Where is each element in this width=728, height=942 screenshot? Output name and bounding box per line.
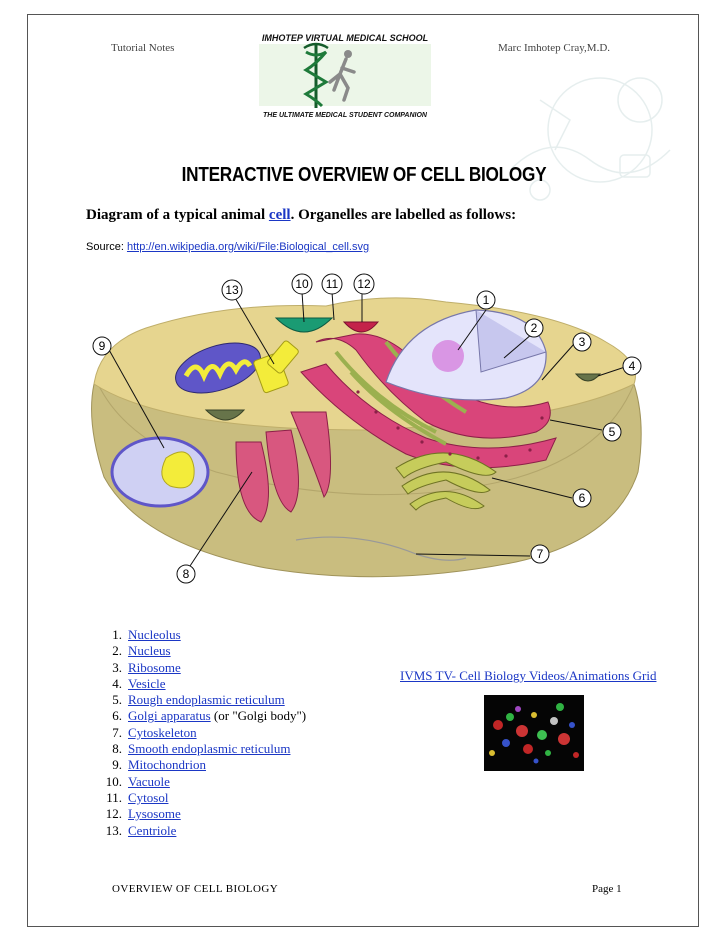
list-item: 5.Rough endoplasmic reticulum: [112, 692, 285, 708]
callout-9-text: 9: [99, 339, 106, 353]
vesicle-bowl-shape: [204, 409, 246, 421]
callout-8-text: 8: [183, 567, 190, 581]
background-watermark: [509, 77, 671, 201]
callout-2: 2: [524, 318, 544, 338]
vesicle-shape: [574, 373, 602, 382]
callout-8: 8: [176, 564, 196, 584]
callout-4-text: 4: [629, 359, 636, 373]
footer-right: Page 1: [592, 883, 622, 895]
vacuole-shape: [110, 436, 210, 508]
ivms-tv-link[interactable]: IVMS TV- Cell Biology Videos/Animations …: [400, 668, 657, 683]
organelle-link[interactable]: Nucleolus: [128, 627, 181, 642]
callout-6: 6: [572, 488, 592, 508]
list-item: 1.Nucleolus: [112, 627, 181, 642]
video-thumbnail[interactable]: [484, 695, 584, 771]
organelle-list: 1.Nucleolus 2.Nucleus 3.Ribosome 4.Vesic…: [90, 627, 306, 839]
organelle-link[interactable]: Centriole: [128, 822, 177, 838]
header-left: Tutorial Notes: [111, 42, 175, 54]
organelle-link[interactable]: Rough endoplasmic reticulum: [128, 692, 285, 708]
organelle-link[interactable]: Golgi apparatus: [128, 708, 211, 724]
list-item: 2.Nucleus: [112, 643, 171, 659]
cell-diagram: 1 2 3 4 5 6 7 8 9 10 11 12 13: [91, 273, 642, 584]
source-link[interactable]: http://en.wikipedia.org/wiki/File:Biolog…: [126, 241, 370, 253]
logo-bottom-text: THE ULTIMATE MEDICAL STUDENT COMPANION: [263, 112, 428, 119]
cell-link[interactable]: cell: [268, 207, 291, 223]
organelle-link[interactable]: Cytosol: [128, 789, 169, 805]
ivms-logo: IMHOTEP VIRTUAL MEDICAL SCHOOL THE ULTIM…: [254, 30, 436, 122]
lysosome-shape: [342, 321, 380, 333]
callout-12: 12: [353, 273, 375, 295]
organelle-link[interactable]: Vesicle: [128, 675, 166, 691]
centriole-shape: [253, 340, 299, 394]
mitochondrion-shape: [175, 342, 261, 394]
callout-11-text: 11: [326, 277, 339, 291]
callout-4: 4: [622, 356, 642, 376]
organelle-link[interactable]: Lysosome: [128, 806, 181, 822]
source-label: Source:: [86, 241, 127, 253]
callout-1: 1: [476, 290, 496, 310]
callout-13: 13: [221, 279, 243, 301]
list-item: 6.Golgi apparatus (or "Golgi body"): [112, 708, 307, 724]
header-right: Marc Imhotep Cray,M.D.: [498, 42, 611, 54]
list-item: 12.Lysosome: [105, 806, 181, 822]
callout-3: 3: [572, 332, 592, 352]
organelle-link[interactable]: Nucleus: [128, 643, 171, 659]
callout-2-text: 2: [531, 321, 538, 335]
page-title: INTERACTIVE OVERVIEW OF CELL BIOLOGY: [181, 164, 547, 186]
list-item: 11.Cytosol: [106, 789, 169, 805]
list-item: 3.Ribosome: [112, 659, 181, 675]
vacuole-bowl-shape: [274, 317, 334, 333]
organelle-link[interactable]: Ribosome: [128, 659, 181, 675]
smooth-er-shape: [235, 411, 331, 523]
callout-12-text: 12: [357, 277, 371, 291]
callout-5: 5: [602, 422, 622, 442]
golgi-shape: [395, 452, 497, 511]
footer-left: OVERVIEW OF CELL BIOLOGY: [112, 883, 279, 895]
source-line: Source: http://en.wikipedia.org/wiki/Fil…: [86, 241, 369, 253]
callout-10-text: 10: [295, 277, 309, 291]
organelle-link[interactable]: Mitochondrion: [128, 757, 206, 773]
page-border: [27, 14, 699, 927]
organelle-link[interactable]: Cytoskeleton: [128, 724, 197, 740]
callout-13-text: 13: [225, 283, 239, 297]
callout-1-text: 1: [483, 293, 490, 307]
callout-3-text: 3: [579, 335, 586, 349]
organelle-note: (or "Golgi body"): [210, 708, 307, 724]
ribosome-dots: [356, 390, 544, 460]
callout-11: 11: [321, 273, 343, 295]
nucleus-shape: [385, 309, 547, 401]
callout-7: 7: [530, 544, 550, 564]
list-item: 8.Smooth endoplasmic reticulum: [112, 741, 291, 757]
heading-prefix: Diagram of a typical animal: [86, 207, 269, 223]
organelle-link[interactable]: Smooth endoplasmic reticulum: [128, 741, 291, 757]
list-item: 9.Mitochondrion: [112, 757, 206, 773]
callout-6-text: 6: [579, 491, 586, 505]
diagram-heading: Diagram of a typical animal cell. Organe…: [86, 207, 516, 224]
logo-top-text: IMHOTEP VIRTUAL MEDICAL SCHOOL: [262, 33, 428, 43]
list-item: 10.Vacuole: [105, 773, 170, 789]
list-item: 7.Cytoskeleton: [112, 724, 197, 740]
callout-9: 9: [92, 336, 112, 356]
callout-5-text: 5: [609, 425, 616, 439]
list-item: 13.Centriole: [105, 822, 177, 838]
organelle-link[interactable]: Vacuole: [128, 773, 170, 789]
list-item: 4.Vesicle: [112, 675, 166, 691]
callout-10: 10: [291, 273, 313, 295]
callout-7-text: 7: [537, 547, 544, 561]
heading-suffix: . Organelles are labelled as follows:: [290, 207, 517, 223]
